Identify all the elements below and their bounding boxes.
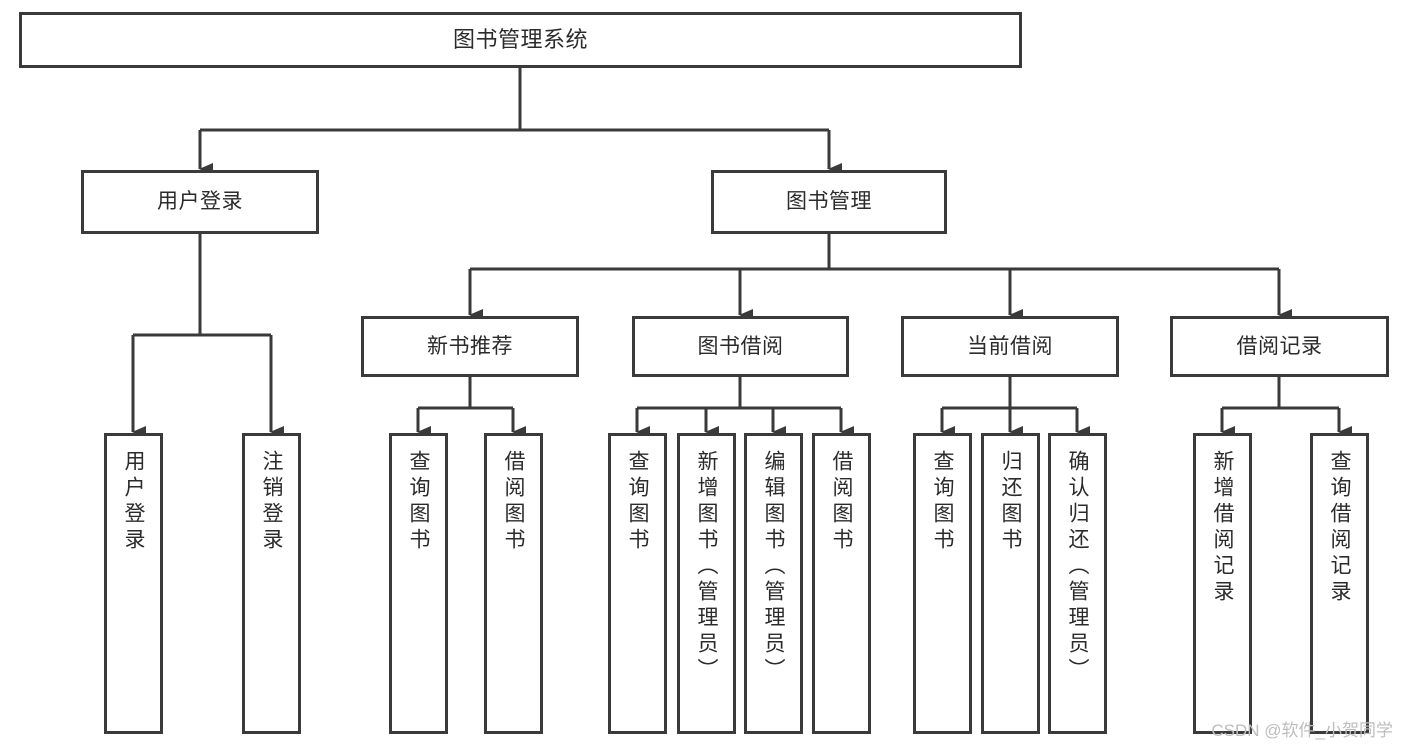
node-leaf-rec-borrow-book[interactable]: 借阅图书 bbox=[484, 433, 543, 734]
node-leaf-cb-confirm-return[interactable]: 确认归还（管理员） bbox=[1048, 433, 1107, 734]
node-leaf-user-login-label: 用户登录 bbox=[122, 450, 145, 554]
node-user-login[interactable]: 用户登录 bbox=[81, 170, 319, 234]
node-leaf-bb-add-book[interactable]: 新增图书（管理员） bbox=[677, 433, 736, 734]
node-book-borrow-label: 图书借阅 bbox=[697, 334, 784, 358]
node-leaf-bb-query-book[interactable]: 查询图书 bbox=[608, 433, 667, 734]
node-leaf-rec-query-book-label: 查询图书 bbox=[407, 450, 430, 554]
node-leaf-br-add-record[interactable]: 新增借阅记录 bbox=[1193, 433, 1252, 734]
node-leaf-user-logout[interactable]: 注销登录 bbox=[242, 433, 301, 734]
node-current-borrow-label: 当前借阅 bbox=[967, 334, 1053, 358]
node-leaf-rec-borrow-book-label: 借阅图书 bbox=[502, 450, 525, 554]
node-leaf-br-add-record-label: 新增借阅记录 bbox=[1211, 450, 1234, 606]
node-borrow-record[interactable]: 借阅记录 bbox=[1170, 316, 1389, 377]
node-leaf-br-query-record[interactable]: 查询借阅记录 bbox=[1310, 433, 1369, 734]
node-leaf-bb-edit-book[interactable]: 编辑图书（管理员） bbox=[744, 433, 803, 734]
node-leaf-bb-borrow-book-label: 借阅图书 bbox=[830, 450, 853, 554]
node-leaf-cb-return-book-label: 归还图书 bbox=[999, 450, 1022, 554]
node-leaf-br-query-record-label: 查询借阅记录 bbox=[1328, 450, 1351, 606]
node-root[interactable]: 图书管理系统 bbox=[19, 12, 1022, 68]
edge-paths bbox=[131, 68, 1352, 438]
node-book-manage[interactable]: 图书管理 bbox=[711, 170, 947, 234]
node-root-label: 图书管理系统 bbox=[452, 26, 588, 52]
node-leaf-bb-borrow-book[interactable]: 借阅图书 bbox=[812, 433, 871, 734]
node-user-login-label: 用户登录 bbox=[157, 190, 243, 214]
node-book-borrow[interactable]: 图书借阅 bbox=[632, 316, 849, 377]
node-book-manage-label: 图书管理 bbox=[786, 190, 872, 214]
node-leaf-bb-query-book-label: 查询图书 bbox=[626, 450, 649, 554]
node-leaf-user-logout-label: 注销登录 bbox=[260, 450, 283, 554]
node-leaf-rec-query-book[interactable]: 查询图书 bbox=[389, 433, 448, 734]
node-leaf-cb-confirm-return-label: 确认归还（管理员） bbox=[1066, 450, 1089, 684]
node-leaf-bb-add-book-label: 新增图书（管理员） bbox=[695, 450, 718, 684]
node-current-borrow[interactable]: 当前借阅 bbox=[901, 316, 1119, 377]
node-leaf-cb-query-book-label: 查询图书 bbox=[931, 450, 954, 554]
node-new-book-rec[interactable]: 新书推荐 bbox=[361, 316, 579, 377]
node-leaf-bb-edit-book-label: 编辑图书（管理员） bbox=[762, 450, 785, 684]
node-new-book-rec-label: 新书推荐 bbox=[427, 334, 513, 358]
node-borrow-record-label: 借阅记录 bbox=[1236, 334, 1323, 358]
node-leaf-user-login[interactable]: 用户登录 bbox=[104, 433, 163, 734]
node-leaf-cb-query-book[interactable]: 查询图书 bbox=[913, 433, 972, 734]
node-leaf-cb-return-book[interactable]: 归还图书 bbox=[981, 433, 1040, 734]
